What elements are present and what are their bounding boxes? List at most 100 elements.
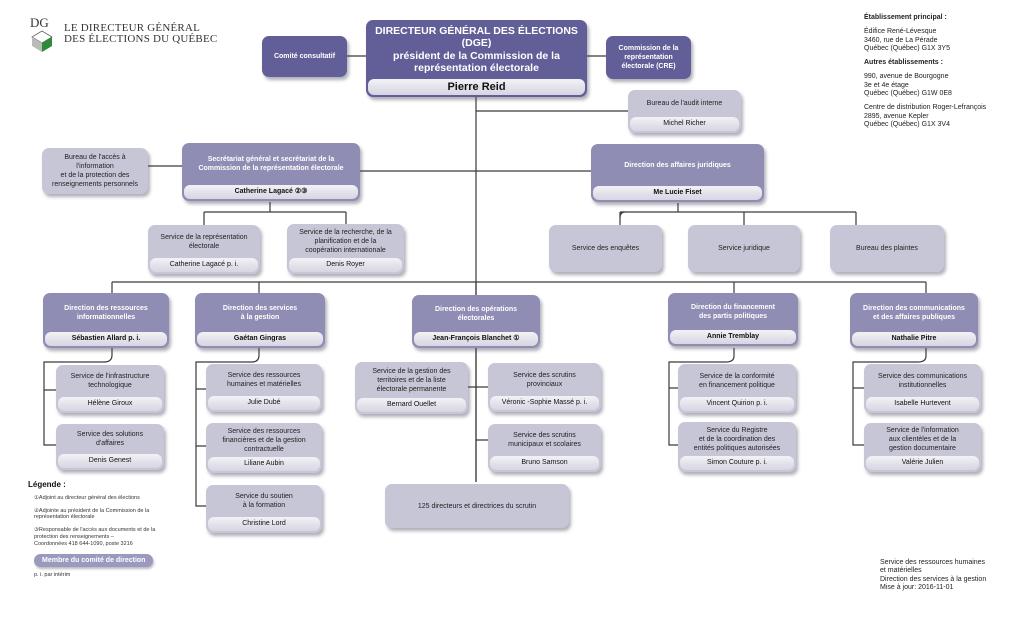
box-title: Direction des communications et des affa… (863, 304, 965, 321)
service-rh-materielles-box[interactable]: Service des ressources humaines et matér… (206, 364, 322, 412)
box-person-name: Catherine Lagacé p. i. (150, 258, 258, 272)
comite-consultatif-box[interactable]: Comité consultatif (262, 36, 347, 77)
box-title: Service de la conformité en financement … (699, 372, 775, 389)
organization-name: LE DIRECTEUR GÉNÉRAL DES ÉLECTIONS DU QU… (64, 22, 218, 45)
box-person-name: Vincent Quirion p. i. (680, 397, 794, 411)
cre-box[interactable]: Commission de la représentation électora… (606, 36, 691, 79)
box-title: Direction des opérations électorales (434, 305, 518, 322)
autre-address-2: Centre de distribution Roger-Lefrançois … (864, 104, 987, 128)
legend-item: ③Responsable de l'accès aux documents et… (34, 527, 156, 547)
box-person-name: Valérie Julien (866, 456, 979, 470)
directeur-general-box[interactable]: DIRECTEUR GÉNÉRAL DES ÉLECTIONS (DGE) pr… (366, 20, 587, 97)
box-title: Service de la représentation électorale (160, 233, 248, 250)
service-ressources-financieres-box[interactable]: Service des ressources financières et de… (206, 423, 322, 473)
box-title: Service des solutions d'affaires (76, 431, 144, 447)
autre-address-1: 990, avenue de Bourgogne 3e et 4e étage … (864, 73, 952, 98)
affaires-juridiques-box[interactable]: Direction des affaires juridiques Me Luc… (591, 144, 764, 202)
secretariat-general-box[interactable]: Secrétariat général et secrétariat de la… (182, 143, 360, 201)
box-title: Service de l'information aux clientèles … (886, 427, 959, 452)
box-person-name: Bruno Samson (490, 456, 599, 470)
box-title: Service du soutien à la formation (235, 493, 293, 509)
svg-text:DG: DG (30, 15, 49, 30)
box-person-name: Simon Couture p. i. (680, 456, 794, 470)
service-solutions-affaires-box[interactable]: Service des solutions d'affaires Denis G… (56, 424, 164, 470)
box-title: Service des scrutins municipaux et scola… (508, 432, 581, 448)
autres-heading: Autres établissements : (864, 59, 943, 67)
box-title: Bureau des plaintes (856, 245, 918, 252)
box-person-name: Sébastien Allard p. i. (45, 332, 167, 346)
service-information-clienteles-box[interactable]: Service de l'information aux clientèles … (864, 423, 981, 472)
dgeq-logo: DG LE DIRECTEUR GÉNÉRAL DES ÉLECTIONS DU… (30, 15, 217, 53)
box-title: Direction des services à la gestion (222, 304, 298, 321)
box-title: Service du Registre et de la coordinatio… (693, 426, 781, 452)
service-conformite-box[interactable]: Service de la conformité en financement … (678, 364, 796, 413)
box-title: Secrétariat général et secrétariat de la… (198, 156, 344, 172)
box-title: Service des ressources financières et de… (222, 427, 306, 453)
box-person-name: Denis Genest (58, 454, 162, 468)
direction-operations-electorales-box[interactable]: Direction des opérations électorales Jea… (412, 295, 540, 348)
box-person-name: Julie Dubé (208, 396, 320, 410)
box-person-name: Hélène Giroux (58, 397, 162, 411)
principal-address: Édifice René-Lévesque 3460, rue de La Pé… (864, 28, 950, 52)
legend-item: ①Adjoint au directeur général des électi… (34, 494, 140, 501)
service-enquetes-box[interactable]: Service des enquêtes (549, 225, 662, 272)
service-soutien-formation-box[interactable]: Service du soutien à la formation Christ… (206, 485, 322, 533)
pi-note: p. i. par intérim (34, 571, 71, 578)
directeurs-scrutin-box[interactable]: 125 directeurs et directrices du scrutin (385, 484, 569, 528)
direction-communications-box[interactable]: Direction des communications et des affa… (850, 293, 978, 348)
service-gestion-territoires-box[interactable]: Service de la gestion des territoires et… (355, 362, 468, 414)
bureau-plaintes-box[interactable]: Bureau des plaintes (830, 225, 944, 272)
direction-services-gestion-box[interactable]: Direction des services à la gestion Gaét… (195, 293, 325, 348)
box-title: Direction des ressources informationnell… (64, 304, 148, 321)
box-person-name: Annie Tremblay (670, 330, 796, 344)
box-title: DIRECTEUR GÉNÉRAL DES ÉLECTIONS (DGE) pr… (375, 24, 578, 75)
dgeq-ballot-box-icon: DG (30, 15, 53, 52)
direction-financement-partis-box[interactable]: Direction du financement des partis poli… (668, 293, 798, 346)
direction-ressources-informationnelles-box[interactable]: Direction des ressources informationnell… (43, 293, 169, 348)
box-person-name: Pierre Reid (368, 79, 585, 95)
box-title: Bureau de l'audit interne (646, 100, 723, 107)
box-title: Service des ressources humaines et matér… (227, 372, 301, 388)
service-juridique-box[interactable]: Service juridique (688, 225, 800, 272)
legend-heading: Légende : (28, 480, 66, 489)
box-person-name: Bernard Ouellet (357, 398, 466, 412)
box-person-name: Jean-François Blanchet ① (414, 332, 538, 346)
audit-interne-box[interactable]: Bureau de l'audit interne Michel Richer (628, 90, 741, 133)
box-title: Service des communications institutionne… (877, 372, 968, 389)
box-title: Service des scrutins provinciaux (513, 371, 576, 388)
box-person-name: Véronic -Sophie Massé p. i. (490, 396, 599, 410)
legend-item: ②Adjointe au président de la Commission … (34, 507, 150, 521)
box-title: Bureau de l'accès à l'information et de … (52, 154, 138, 188)
legend: Légende : ①Adjoint au directeur général … (28, 480, 188, 584)
service-scrutins-municipaux-box[interactable]: Service des scrutins municipaux et scola… (488, 424, 601, 472)
box-person-name: Gaétan Gingras (197, 332, 323, 346)
box-title: Commission de la représentation électora… (618, 45, 679, 70)
service-registre-box[interactable]: Service du Registre et de la coordinatio… (678, 422, 796, 472)
service-infrastructure-box[interactable]: Service de l'infrastructure technologiqu… (56, 365, 164, 413)
box-person-name: Denis Royer (289, 258, 402, 272)
footer-note: Service des ressources humaines et matér… (880, 559, 987, 591)
box-title: Service de la gestion des territoires et… (372, 367, 451, 393)
box-person-name: Isabelle Hurtevent (866, 397, 979, 411)
service-representation-box[interactable]: Service de la représentation électorale … (148, 225, 260, 274)
box-title: Comité consultatif (273, 53, 336, 60)
box-title: Direction du financement des partis poli… (690, 303, 775, 320)
box-title: Service de la recherche, de la planifica… (299, 228, 392, 254)
principal-heading: Établissement principal : (864, 14, 947, 21)
service-communications-institutionnelles-box[interactable]: Service des communications institutionne… (864, 364, 981, 413)
box-title: Service juridique (718, 245, 770, 252)
service-scrutins-provinciaux-box[interactable]: Service des scrutins provinciaux Véronic… (488, 363, 601, 412)
address-block: Établissement principal : Édifice René-L… (864, 14, 986, 135)
box-person-name: Me Lucie Fiset (593, 186, 762, 200)
box-title: Direction des affaires juridiques (624, 161, 731, 169)
box-title: 125 directeurs et directrices du scrutin (417, 502, 537, 510)
comite-direction-badge: Membre du comité de direction (34, 553, 154, 567)
box-person-name: Christine Lord (208, 517, 320, 531)
acces-information-box[interactable]: Bureau de l'accès à l'information et de … (42, 148, 148, 194)
box-title: Service des enquêtes (571, 245, 640, 252)
box-person-name: Liliane Aubin (208, 457, 320, 471)
box-person-name: Michel Richer (630, 117, 739, 131)
box-title: Service de l'infrastructure technologiqu… (70, 373, 150, 389)
service-recherche-box[interactable]: Service de la recherche, de la planifica… (287, 224, 404, 274)
